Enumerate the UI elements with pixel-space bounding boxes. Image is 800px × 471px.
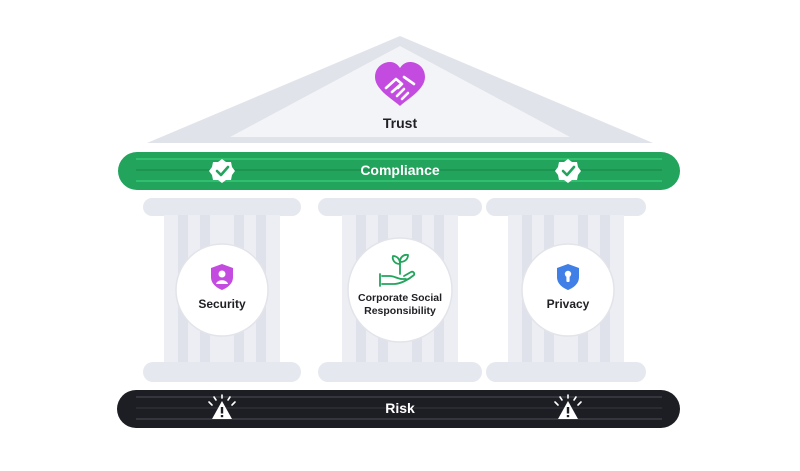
- warning-triangle-icon: [208, 394, 236, 419]
- csr-circle: [347, 237, 453, 343]
- shield-keyhole-icon: [557, 264, 579, 290]
- risk-label: Risk: [385, 400, 415, 416]
- warning-triangle-icon: [554, 394, 582, 419]
- shield-user-icon: [211, 264, 233, 290]
- trust-label: Trust: [382, 115, 418, 131]
- csr-label: Corporate Social Responsibility: [357, 292, 443, 317]
- check-badge-icon: [209, 159, 235, 183]
- handshake-heart-icon: [375, 62, 425, 106]
- privacy-label: Privacy: [546, 297, 590, 311]
- check-badge-icon: [555, 159, 581, 183]
- compliance-label: Compliance: [360, 162, 440, 178]
- security-label: Security: [198, 297, 246, 311]
- hand-leaf-icon: [379, 253, 416, 287]
